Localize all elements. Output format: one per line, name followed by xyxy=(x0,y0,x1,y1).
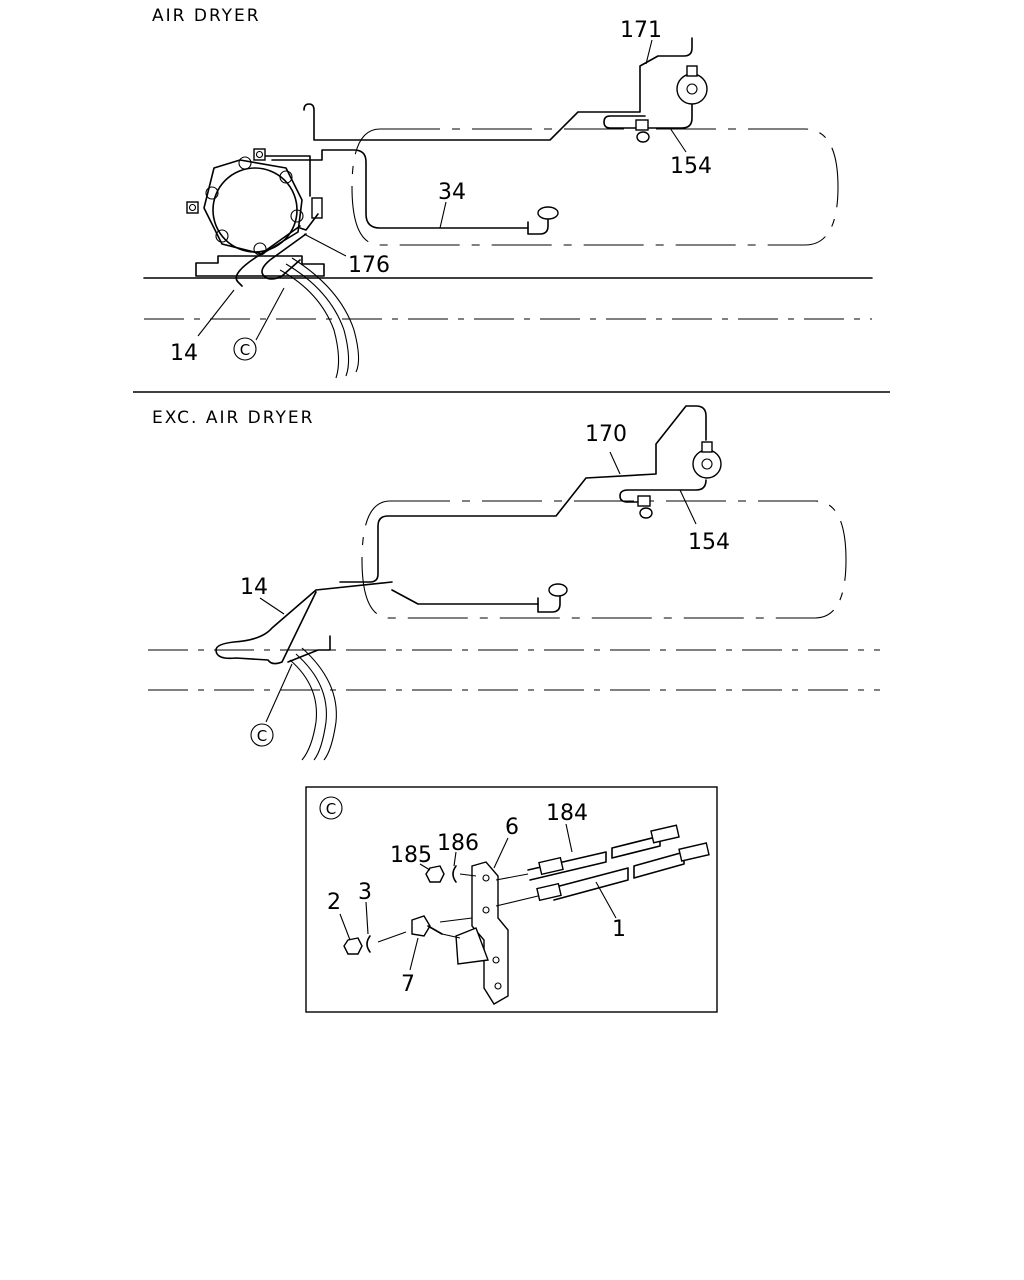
pipe-outlet xyxy=(391,589,539,605)
fitting-elbow-34 xyxy=(527,206,559,235)
pipe-14 xyxy=(235,225,307,287)
callout-34: 34 xyxy=(438,180,466,205)
fitting-valve-170 xyxy=(692,441,722,479)
section-air-dryer: AIR DRYER xyxy=(143,6,873,379)
pipe-14 xyxy=(215,581,393,665)
pipe-154 xyxy=(619,479,707,503)
callout-1: 1 xyxy=(612,917,626,942)
frame-rail xyxy=(143,277,873,320)
callout-14: 14 xyxy=(170,341,198,366)
callout-184: 184 xyxy=(546,801,588,826)
callout-3: 3 xyxy=(358,880,372,905)
pipe-170 xyxy=(339,405,707,583)
section-title-exc-air-dryer: EXC. AIR DRYER xyxy=(152,408,314,428)
nut-2 xyxy=(343,937,363,955)
callout-186: 186 xyxy=(437,831,479,856)
leader-lines xyxy=(259,451,697,723)
washer-3 xyxy=(366,931,407,953)
pipe-171 xyxy=(303,37,693,141)
callout-185: 185 xyxy=(390,843,432,868)
pipe-34 xyxy=(271,149,529,229)
detail-ref-c-marker: C xyxy=(250,723,274,747)
hose-bundle xyxy=(287,635,337,761)
svg-text:C: C xyxy=(240,341,250,359)
svg-text:C: C xyxy=(257,727,267,745)
nut-185 xyxy=(425,865,445,883)
hose-1 xyxy=(495,842,710,907)
callout-154: 154 xyxy=(670,154,712,179)
pipe-154 xyxy=(603,101,693,129)
air-dryer-unit xyxy=(186,148,325,277)
air-tank xyxy=(361,500,847,619)
callout-14: 14 xyxy=(240,575,268,600)
hose-184 xyxy=(495,824,680,881)
fitting-tee-154 xyxy=(635,119,650,143)
callout-171: 171 xyxy=(620,18,662,43)
air-tank xyxy=(351,128,839,246)
callout-7: 7 xyxy=(401,972,415,997)
callout-154: 154 xyxy=(688,530,730,555)
svg-text:C: C xyxy=(326,800,336,818)
detail-c-panel: C xyxy=(305,786,718,1013)
hose-bundle xyxy=(279,257,360,379)
callout-176: 176 xyxy=(348,253,390,278)
section-title-air-dryer: AIR DRYER xyxy=(152,6,261,26)
detail-ref-c-marker: C xyxy=(233,337,257,361)
frame-rail xyxy=(148,649,880,691)
callout-2: 2 xyxy=(327,890,341,915)
fitting-elbow xyxy=(537,583,568,613)
section-exc-air-dryer: EXC. AIR DRYER xyxy=(148,405,880,761)
washer-186 xyxy=(452,865,477,883)
callout-6: 6 xyxy=(505,815,519,840)
fitting-valve-171 xyxy=(676,65,708,105)
bracket-6 xyxy=(471,861,509,1005)
detail-c-ref-marker: C xyxy=(319,796,343,820)
leader-lines xyxy=(339,823,617,971)
leader-lines xyxy=(197,39,687,341)
fitting-tee-154 xyxy=(637,495,653,519)
pipe-176 xyxy=(265,155,319,231)
callout-170: 170 xyxy=(585,422,627,447)
bolt-7 xyxy=(411,915,461,939)
